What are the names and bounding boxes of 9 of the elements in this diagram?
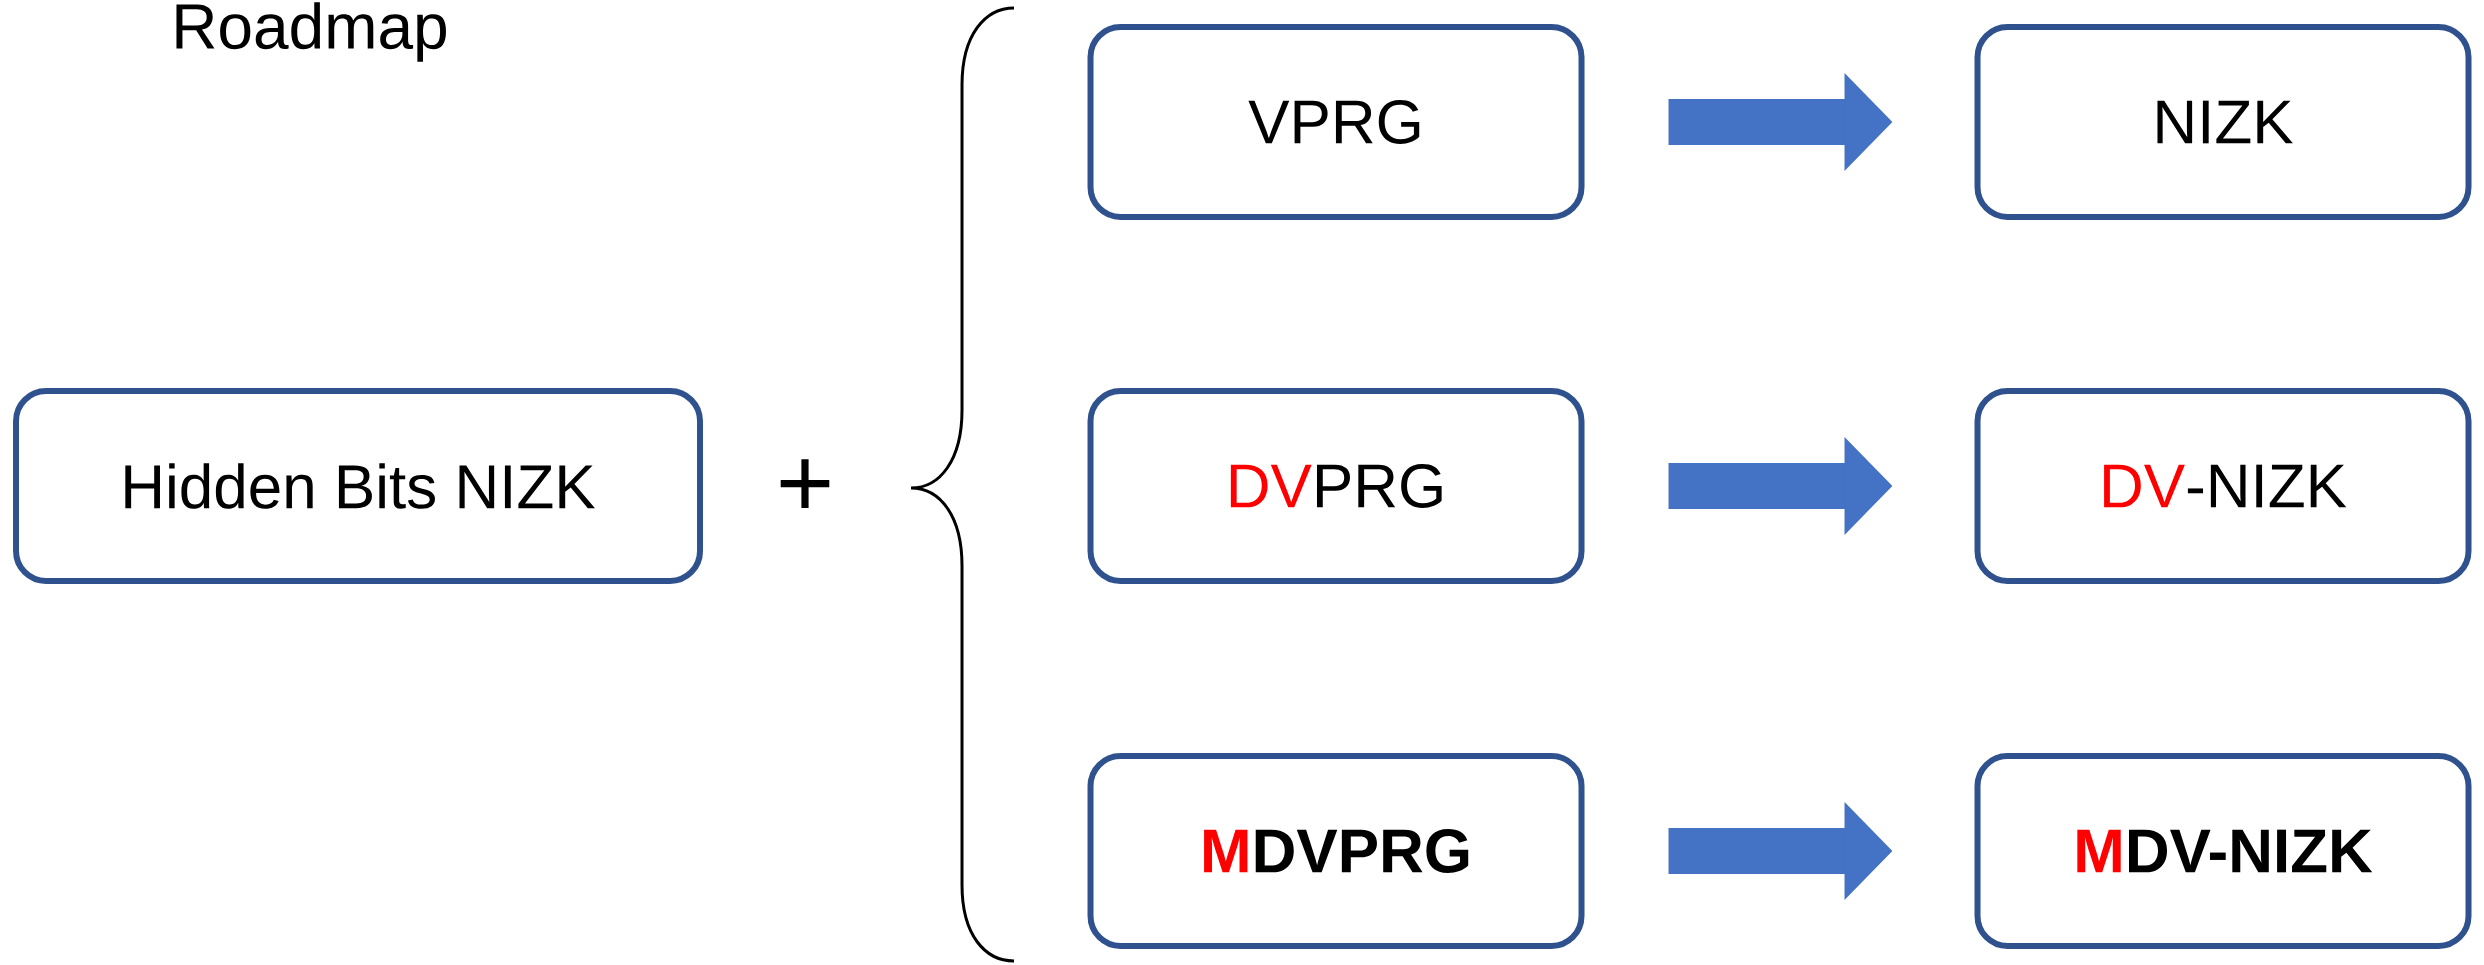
plus-sign: + (780, 459, 830, 509)
process-box: NIZK (1974, 24, 2472, 220)
process-box: DVPRG (1087, 388, 1585, 584)
process-box: Hidden Bits NIZK (13, 388, 703, 584)
process-box: MDVPRG (1087, 753, 1585, 949)
process-box: MDV-NIZK (1974, 753, 2472, 949)
process-box: DV-NIZK (1974, 388, 2472, 584)
process-box: VPRG (1087, 24, 1585, 220)
title: Roadmap (176, 2, 446, 62)
